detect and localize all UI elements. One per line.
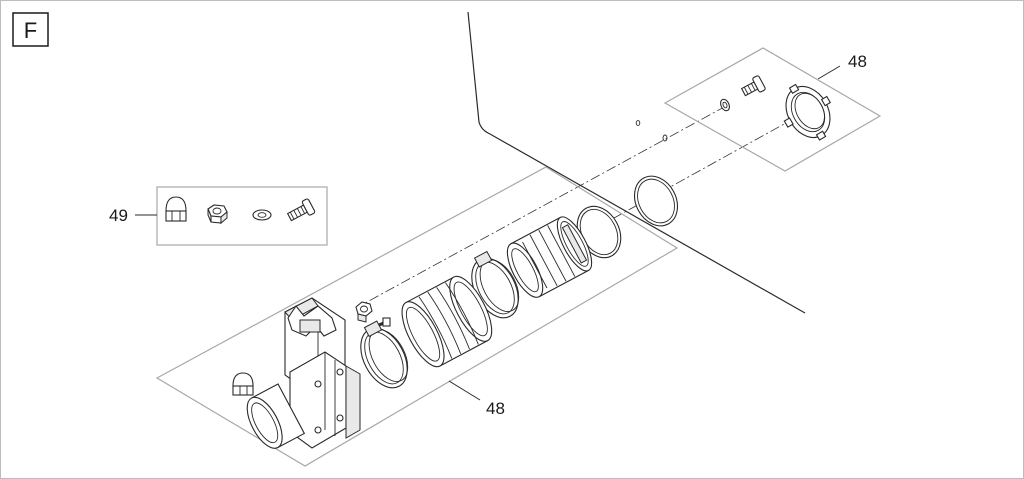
hex-nut-icon bbox=[207, 204, 228, 225]
callout-leader-48-top bbox=[817, 65, 841, 80]
o-ring-large bbox=[633, 175, 679, 227]
section-letter-box: F bbox=[12, 12, 49, 47]
retaining-collar-ring bbox=[783, 83, 832, 141]
bolt-icon bbox=[286, 198, 316, 222]
hex-nut-centerline bbox=[355, 301, 373, 323]
rubber-coupler bbox=[401, 275, 493, 368]
bolt-top bbox=[740, 75, 766, 97]
wall-hole bbox=[662, 134, 668, 142]
hardware-kit-box bbox=[156, 186, 328, 246]
wall-hole-small bbox=[635, 120, 641, 126]
kit-box-bottom bbox=[155, 166, 679, 467]
kit-box-top-right bbox=[663, 47, 882, 172]
flat-washer-icon bbox=[252, 209, 272, 221]
hose-clamp-left bbox=[360, 320, 409, 389]
adapter-sleeve bbox=[506, 216, 593, 298]
callout-48-bottom: 48 bbox=[486, 399, 505, 418]
callout-48-top: 48 bbox=[848, 52, 867, 71]
washer-top bbox=[720, 98, 730, 112]
section-letter: F bbox=[24, 18, 37, 43]
callout-leader-48-bottom bbox=[448, 380, 481, 401]
acorn-nut-loose bbox=[232, 372, 254, 396]
o-ring-small bbox=[576, 205, 622, 259]
housing-wall-outline bbox=[467, 11, 806, 314]
gate-valve-assembly bbox=[246, 297, 361, 449]
acorn-nut-icon bbox=[165, 196, 187, 222]
callout-49: 49 bbox=[109, 206, 128, 225]
center-line-upper bbox=[355, 105, 727, 309]
